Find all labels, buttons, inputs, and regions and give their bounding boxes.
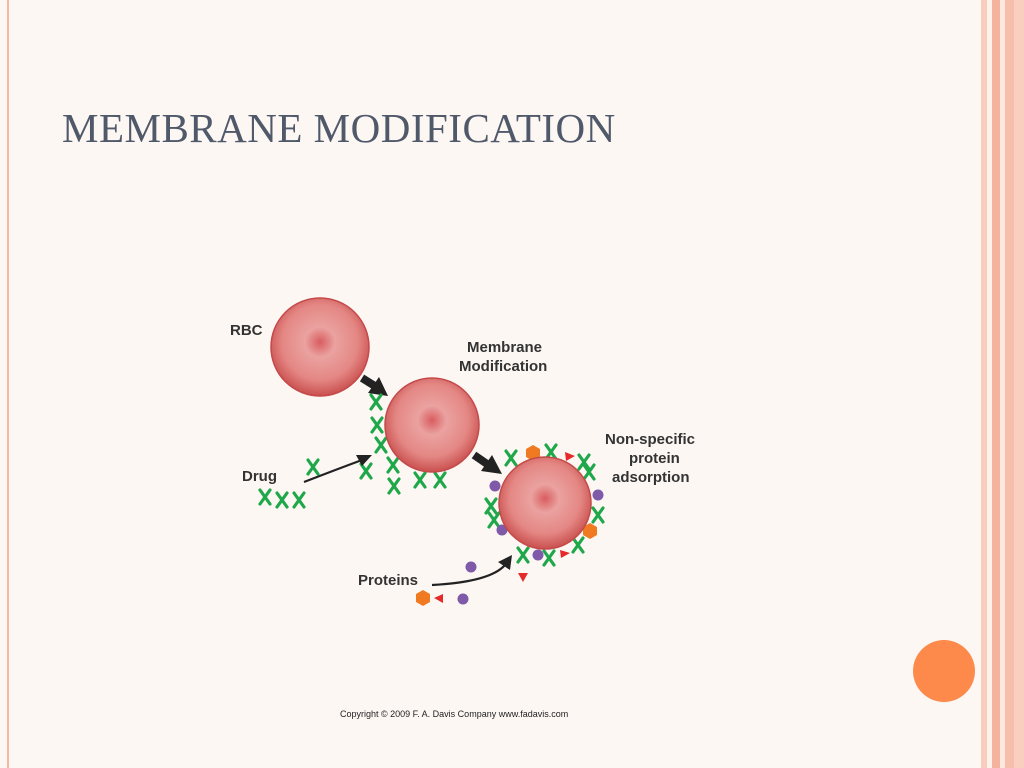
protein-coated-rbc-cell-icon: [498, 456, 592, 550]
free-protein-marks: [416, 561, 528, 606]
label-membrane-line2: Modification: [459, 358, 547, 375]
right-border-band: [1014, 0, 1024, 768]
right-border-band: [1005, 0, 1014, 768]
label-membrane-line1: Membrane: [467, 339, 542, 356]
right-border-band: [1000, 0, 1005, 768]
label-rbc: RBC: [230, 322, 263, 339]
left-border-line: [7, 0, 9, 768]
right-border-band: [992, 0, 1000, 768]
modified-rbc-cell-icon: [384, 377, 480, 473]
right-border-band: [987, 0, 992, 768]
label-proteins: Proteins: [358, 572, 418, 589]
label-nonspecific-line3: adsorption: [612, 469, 690, 486]
adsorbed-marks: [484, 443, 605, 567]
copyright-text: Copyright © 2009 F. A. Davis Company www…: [340, 709, 569, 719]
arrow-icon: [431, 555, 512, 587]
decorative-circle: [913, 640, 975, 702]
arrow-icon: [471, 451, 502, 474]
right-border-band: [981, 0, 987, 768]
arrow-icon: [303, 455, 372, 484]
arrow-icon: [359, 374, 388, 396]
slide-title: MEMBRANE MODIFICATION: [62, 105, 616, 151]
rbc-cell-icon: [270, 297, 370, 397]
label-nonspecific-line1: Non-specific: [605, 431, 695, 448]
label-drug: Drug: [242, 468, 277, 485]
label-nonspecific-line2: protein: [629, 450, 680, 467]
